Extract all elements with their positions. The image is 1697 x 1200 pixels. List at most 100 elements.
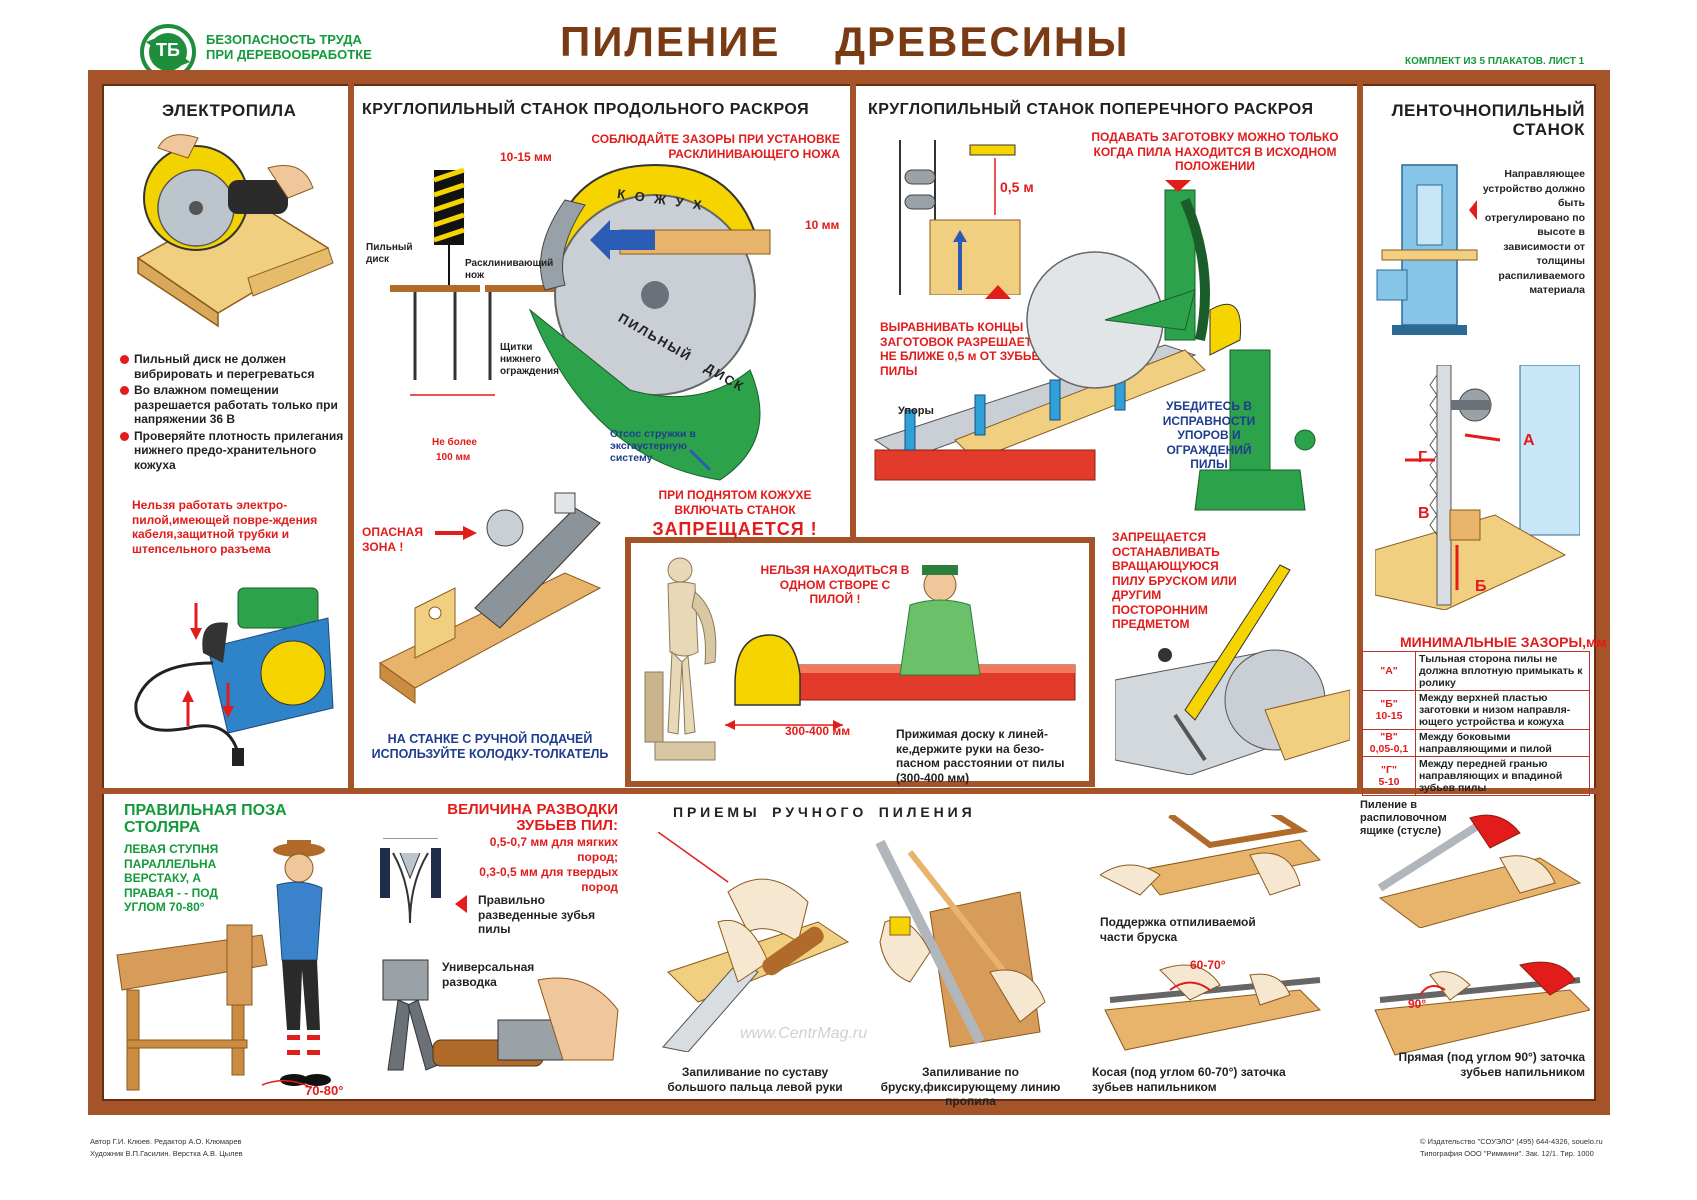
sheet-label: КОМПЛЕКТ ИЗ 5 ПЛАКАТОВ. ЛИСТ 1: [1405, 56, 1585, 67]
not-more-label: Не более: [432, 437, 477, 448]
logo-icon: [140, 24, 196, 80]
riving-knife-label: Расклинивающий нож: [465, 258, 554, 281]
cross-saw-stops-diagram: [885, 140, 1025, 296]
cross-saw-align: ВЫРАВНИВАТЬ КОНЦЫ ЗАГОТОВОК РАЗРЕШАЕТСЯ …: [880, 320, 1050, 378]
forbidden-block-icon: [1114, 564, 1351, 776]
posture-text: ЛЕВАЯ СТУПНЯ ПАРАЛЛЕЛЬНА ВЕРСТАКУ, А ПРА…: [124, 842, 219, 914]
carpenter-at-workbench-icon: [116, 828, 331, 1091]
hand-sawing-4: [1100, 950, 1325, 1060]
statue-illustration: [640, 552, 730, 777]
marker-b: Б: [1475, 578, 1487, 595]
band-saw-guide-detail-icon: [1374, 364, 1581, 611]
band-saw-icon: [1376, 164, 1478, 335]
footer-right-1: © Издательство "СОУЭЛО" (495) 644-4326, …: [1420, 1137, 1603, 1146]
band-saw-note: Направляющее устройство должно быть отре…: [1482, 168, 1585, 296]
logo: ТБ: [140, 24, 196, 80]
stop-with-block-illustration: [1114, 560, 1351, 776]
series-line-2: ПРИ ДЕРЕВООБРАБОТКЕ: [206, 47, 372, 62]
marker-a: А: [1523, 432, 1535, 449]
posture-illustration: [112, 828, 352, 1100]
posture-title: ПРАВИЛЬНАЯ ПОЗА СТОЛЯРА: [124, 802, 287, 836]
straight-filing-icon: [1374, 961, 1591, 1056]
hand-sawing-6: [1370, 955, 1591, 1065]
electrosaw-illustration: [128, 128, 338, 328]
marker-g: Г: [1418, 449, 1428, 466]
alignment-note: Прижимая доску к линей-ке,держите руки н…: [896, 727, 1065, 785]
page-title: ПИЛЕНИЕ ДРЕВЕСИНЫ: [560, 18, 1130, 65]
electrosaw-cable-illustration: [128, 568, 338, 778]
rip-saw-diagram: [390, 160, 840, 490]
footer-left-1: Автор Г.И. Клюев. Редактор А.О. Клюмарев: [90, 1137, 242, 1146]
gap-key: "Б"10-15: [1362, 690, 1416, 730]
electrosaw-rule: Пильный диск не должен вибрировать и пер…: [120, 352, 345, 381]
rip-saw-diagram-icon: [390, 163, 771, 481]
footer-right-2: Типография ООО "Риммини". Зак. 12/1. Тир…: [1420, 1149, 1594, 1158]
chips-label: Отсос стружки в эксгаустерную систему: [610, 428, 696, 464]
cross-cut-saw-icon: [873, 180, 1316, 511]
gap-value: 10-15: [1375, 710, 1403, 722]
rip-saw-title: КРУГЛОПИЛЬНЫЙ СТАНОК ПРОДОЛЬНОГО РАСКРОЯ: [362, 101, 810, 118]
divider: [1357, 84, 1363, 789]
pusher-note: НА СТАНКЕ С РУЧНОЙ ПОДАЧЕЙ ИСПОЛЬЗУЙТЕ К…: [371, 732, 609, 761]
gap-description: Между верхней пластью заготовки и низом …: [1415, 690, 1590, 730]
push-block-icon: [379, 492, 602, 704]
saw-set-tool-icon: [382, 959, 619, 1071]
cross-saw-title: КРУГЛОПИЛЬНЫЙ СТАНОК ПОПЕРЕЧНОГО РАСКРОЯ: [868, 101, 1314, 118]
hand-sawing-caption-2: Запиливание по бруску,фиксирующему линию…: [880, 1065, 1061, 1108]
alignment-illustration: [725, 565, 1085, 760]
cross-saw-illustration: [865, 170, 1345, 515]
warning-triangle: [985, 285, 1011, 299]
gap-key: "А": [1362, 651, 1416, 691]
angle-60-70: 60-70°: [1190, 958, 1226, 972]
teeth-universal: Универсальная разводка: [442, 960, 535, 989]
gap-key: "В"0,05-0,1: [1362, 729, 1416, 757]
footer-left-2: Художник В.П.Гасилин. Верстка А.В. Цылев: [90, 1149, 243, 1158]
hand-sawing-2: [870, 832, 1060, 1052]
rip-saw-dim-10: 10 мм: [805, 218, 840, 232]
series-line-1: БЕЗОПАСНОСТЬ ТРУДА: [206, 32, 362, 47]
gaps-title: МИНИМАЛЬНЫЕ ЗАЗОРЫ,мм: [1400, 634, 1607, 650]
teeth-set-diagram: [378, 837, 443, 928]
posture-angle: 70-80°: [305, 1083, 344, 1098]
rip-saw-dim-1015: 10-15 мм: [500, 150, 552, 164]
divider: [851, 537, 857, 543]
gap-value: 0,05-0,1: [1369, 743, 1409, 755]
gap-key: "Г"5-10: [1362, 756, 1416, 796]
divider: [850, 84, 856, 539]
raised-guard-warning: ПРИ ПОДНЯТОМ КОЖУХЕ ВКЛЮЧАТЬ СТАНОК: [658, 488, 812, 517]
dim-100-label: 100 мм: [436, 452, 471, 463]
divider: [348, 84, 354, 789]
gap-letter: "В": [1380, 731, 1398, 743]
saw-with-guide-block-icon: [875, 839, 1046, 1048]
gap-description: Между передней гранью направляющих и впа…: [1415, 756, 1590, 796]
oblique-filing-icon: [1104, 964, 1322, 1051]
set-tool-illustration: [378, 940, 638, 1090]
angle-90: 90°: [1408, 997, 1427, 1011]
damaged-cable-saw-icon: [134, 587, 334, 766]
statue-icon: [644, 557, 717, 761]
saw-disc-label: Пильный диск: [366, 242, 413, 265]
mitre-box-icon: [1377, 814, 1582, 929]
gap-value: 5-10: [1378, 776, 1400, 788]
lower-guards-label: Щитки нижнего ограждения: [500, 342, 559, 377]
frame-saw-support-icon: [1099, 802, 1322, 896]
circular-saw-icon: [136, 134, 334, 328]
forbidden-label: ЗАПРЕЩАЕТСЯ !: [652, 519, 818, 539]
alignment-warning: НЕЛЬЗЯ НАХОДИТЬСЯ В ОДНОМ СТВОРЕ С ПИЛОЙ…: [760, 563, 910, 606]
teeth-correct: Правильно разведенные зубья пилы: [478, 893, 596, 936]
cross-saw-note: ПОДАВАТЬ ЗАГОТОВКУ МОЖНО ТОЛЬКО КОГДА ПИ…: [1091, 130, 1339, 173]
cross-saw-dim: 0,5 м: [1000, 179, 1034, 195]
hand-sawing-caption-1: Запиливание по суставу большого пальца л…: [667, 1065, 843, 1094]
alignment-dim: 300-400 мм: [785, 724, 851, 738]
pusher-illustration: [375, 488, 615, 718]
rip-saw-note: СОБЛЮДАЙТЕ ЗАЗОРЫ ПРИ УСТАНОВКЕ РАСКЛИНИ…: [591, 132, 840, 161]
band-saw-title: ЛЕНТОЧНОПИЛЬНЫЙ СТАНОК: [1391, 101, 1585, 139]
hand-sawing-1: [657, 831, 858, 1053]
gap-letter: "А": [1380, 665, 1398, 677]
teeth-set-title: ВЕЛИЧИНА РАЗВОДКИ ЗУБЬЕВ ПИЛ:: [447, 801, 618, 834]
watermark: www.CentrMag.ru: [740, 1025, 868, 1042]
gap-letter: "Б": [1380, 698, 1398, 710]
